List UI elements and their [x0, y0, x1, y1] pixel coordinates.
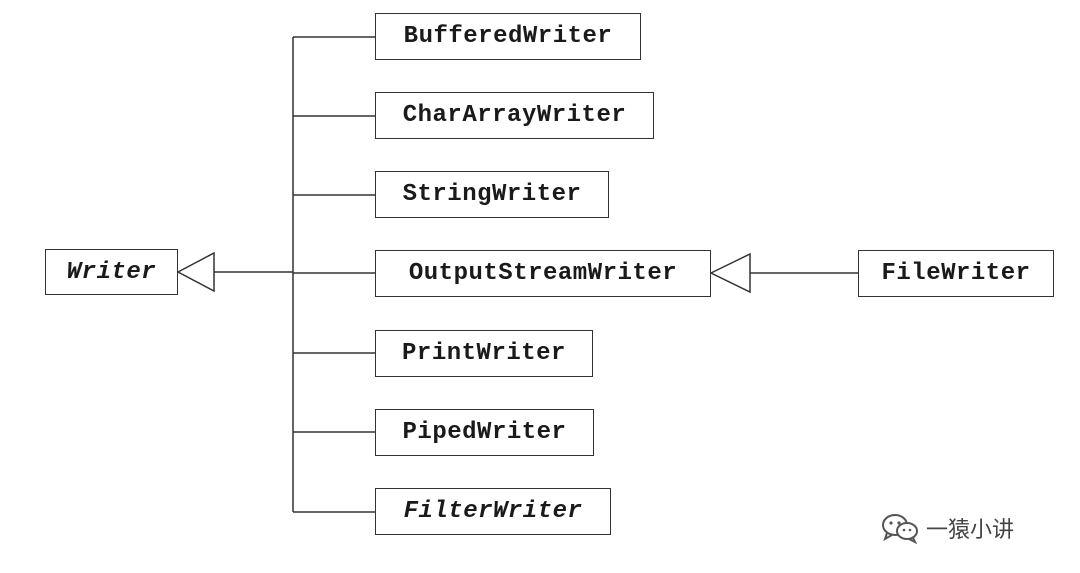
class-box-stringwriter: StringWriter [375, 171, 609, 218]
watermark-text: 一猿小讲 [926, 518, 1015, 543]
class-box-outputstreamwriter: OutputStreamWriter [375, 250, 711, 297]
class-box-pipedwriter: PipedWriter [375, 409, 594, 456]
class-label-outputstreamwriter: OutputStreamWriter [408, 260, 678, 287]
generalization-arrow-outputstreamwriter [709, 252, 751, 294]
class-label-stringwriter: StringWriter [402, 181, 582, 208]
watermark: 一猿小讲 [880, 508, 1014, 548]
class-label-chararraywriter: CharArrayWriter [402, 102, 627, 129]
class-box-filterwriter: FilterWriter [375, 488, 611, 535]
class-box-bufferedwriter: BufferedWriter [375, 13, 641, 60]
class-label-bufferedwriter: BufferedWriter [403, 23, 613, 50]
class-label-printwriter: PrintWriter [402, 340, 566, 367]
class-label-filewriter: FileWriter [881, 260, 1031, 287]
class-label-filterwriter: FilterWriter [403, 498, 583, 525]
class-box-filewriter: FileWriter [858, 250, 1054, 297]
class-label-pipedwriter: PipedWriter [402, 419, 567, 446]
class-box-chararraywriter: CharArrayWriter [375, 92, 654, 139]
generalization-arrow-writer [176, 251, 215, 293]
class-label-writer: Writer [66, 258, 157, 286]
class-box-printwriter: PrintWriter [375, 330, 593, 377]
class-box-writer: Writer [45, 249, 178, 295]
wechat-icon [882, 514, 918, 544]
